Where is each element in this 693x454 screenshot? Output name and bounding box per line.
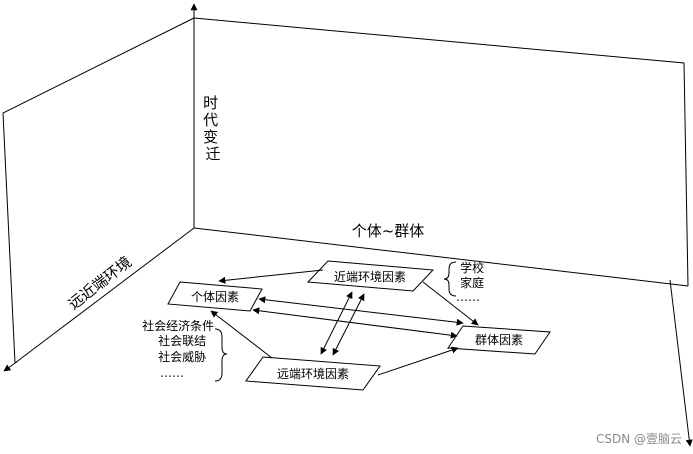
arrow-individual-group-upper: [258, 296, 464, 326]
note-distal-line: ……: [160, 366, 184, 380]
note-proximal-line: 家庭: [460, 275, 484, 290]
note-proximal-label: 学校 家庭 ……: [456, 260, 488, 304]
left-wall: [2, 17, 195, 364]
node-distal-label: 远端环境因素: [277, 366, 349, 381]
time-axis-char: 变: [203, 128, 218, 146]
arrow-proximal-distal-left: [320, 291, 353, 355]
time-axis-label: 时 代 变 迁: [203, 94, 223, 163]
note-distal-label: 社会经济条件 社会联结 社会威胁 ……: [142, 318, 218, 380]
node-group-box: [447, 325, 551, 355]
node-proximal-label: 近端环境因素: [334, 269, 406, 284]
arrow-proximal-to-individual: [218, 269, 324, 284]
distal-axis-label: 远近端环境: [65, 253, 135, 313]
note-distal-line: 社会经济条件: [142, 318, 214, 333]
node-individual: 个体因素: [167, 281, 263, 312]
relationship-arrows: [210, 269, 479, 376]
time-axis-char: 迁: [205, 145, 220, 163]
node-individual-label: 个体因素: [191, 290, 239, 304]
individual-group-axis-label: 个体~群体: [352, 222, 425, 240]
arrow-individual-group-lower: [252, 307, 458, 339]
note-proximal-line: 学校: [460, 260, 484, 275]
individual-group-axis-arrow: [669, 279, 693, 447]
note-distal-line: 社会联结: [158, 333, 206, 348]
floor-front-edge: [14, 227, 195, 364]
note-proximal-line: ……: [456, 290, 480, 304]
watermark: CSDN @壹脑云: [596, 432, 682, 446]
time-axis-char: 代: [203, 111, 218, 129]
note-distal-line: 社会威胁: [158, 349, 206, 364]
time-axis-char: 时: [203, 94, 218, 112]
node-group: 群体因素: [447, 325, 551, 355]
brace-proximal: [443, 261, 457, 297]
node-individual-box: [167, 281, 263, 312]
distal-axis-arrow: [3, 360, 19, 372]
arrow-distal-to-individual: [210, 310, 273, 359]
arrow-distal-to-group: [377, 346, 459, 376]
back-wall: [193, 17, 689, 287]
node-group-label: 群体因素: [475, 333, 523, 347]
3d-frame: [2, 17, 689, 364]
brace-distal: [214, 328, 228, 382]
arrow-proximal-distal-right: [332, 293, 365, 356]
node-proximal-box: [306, 260, 435, 292]
floor-back-edge: [193, 227, 689, 287]
node-distal-box: [245, 356, 381, 391]
node-distal: 远端环境因素: [245, 356, 381, 391]
node-proximal: 近端环境因素: [306, 260, 435, 292]
